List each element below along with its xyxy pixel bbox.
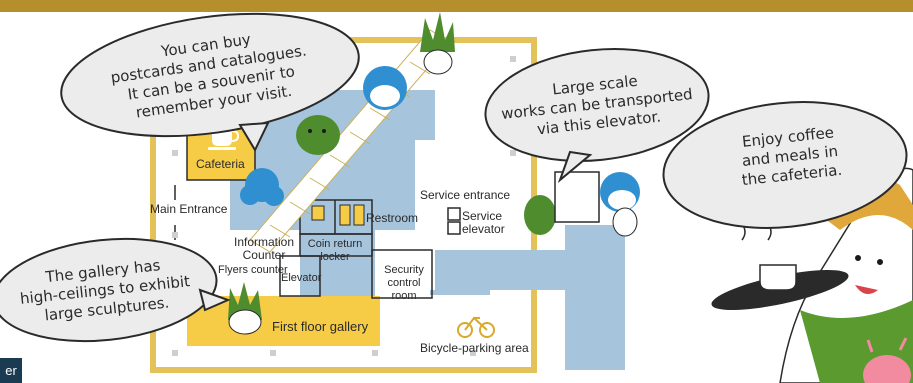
security-control-room-label: Security control room xyxy=(384,264,424,302)
cafeteria-label: Cafeteria xyxy=(196,157,245,171)
cafeteria-speech-bubble xyxy=(662,101,908,229)
serving-tray xyxy=(711,223,849,310)
green-hand-mascot-gallery xyxy=(228,282,262,335)
bicycle-parking-area-label: Bicycle-parking area xyxy=(420,341,529,355)
top-accent-bar xyxy=(0,0,913,12)
annex-blue xyxy=(565,225,625,370)
elevator-speech-bubble xyxy=(484,48,710,184)
main-entrance-label: Main Entrance xyxy=(150,202,228,216)
bicycle-icon xyxy=(457,316,495,338)
souvenir-speech-bubble xyxy=(60,12,360,153)
restroom-icon xyxy=(339,204,365,226)
service-elevator-label: Service elevator xyxy=(462,209,505,236)
artwork-panel xyxy=(554,171,600,223)
blue-cloud-mascot xyxy=(240,168,284,206)
first-floor-gallery-label: First floor gallery xyxy=(272,319,369,334)
corridor-blue xyxy=(435,250,575,290)
green-hand-mascot-top xyxy=(420,12,455,75)
blue-helmet-mascot-top xyxy=(363,66,407,110)
flyers-counter-label: Flyers counter xyxy=(218,264,288,276)
gallery-speech-bubble xyxy=(0,237,231,343)
restroom-label: Restroom xyxy=(366,211,419,225)
pink-creature xyxy=(863,337,911,383)
locker-icon xyxy=(311,205,325,221)
green-bear-mascot-elevator xyxy=(524,195,556,235)
bicycle-area-blue xyxy=(430,290,490,295)
information-counter-label: Information Counter xyxy=(233,235,295,262)
coin-return-locker-label: Coin return locker xyxy=(307,238,363,263)
corner-tab[interactable]: er xyxy=(0,358,22,383)
elevator-label: Elevator xyxy=(281,272,322,284)
floor-blue-area xyxy=(230,90,435,300)
blue-helmet-mascot-elevator xyxy=(600,172,640,237)
green-bear-mascot-top xyxy=(296,115,340,155)
service-entrance-label: Service entrance xyxy=(420,188,511,202)
